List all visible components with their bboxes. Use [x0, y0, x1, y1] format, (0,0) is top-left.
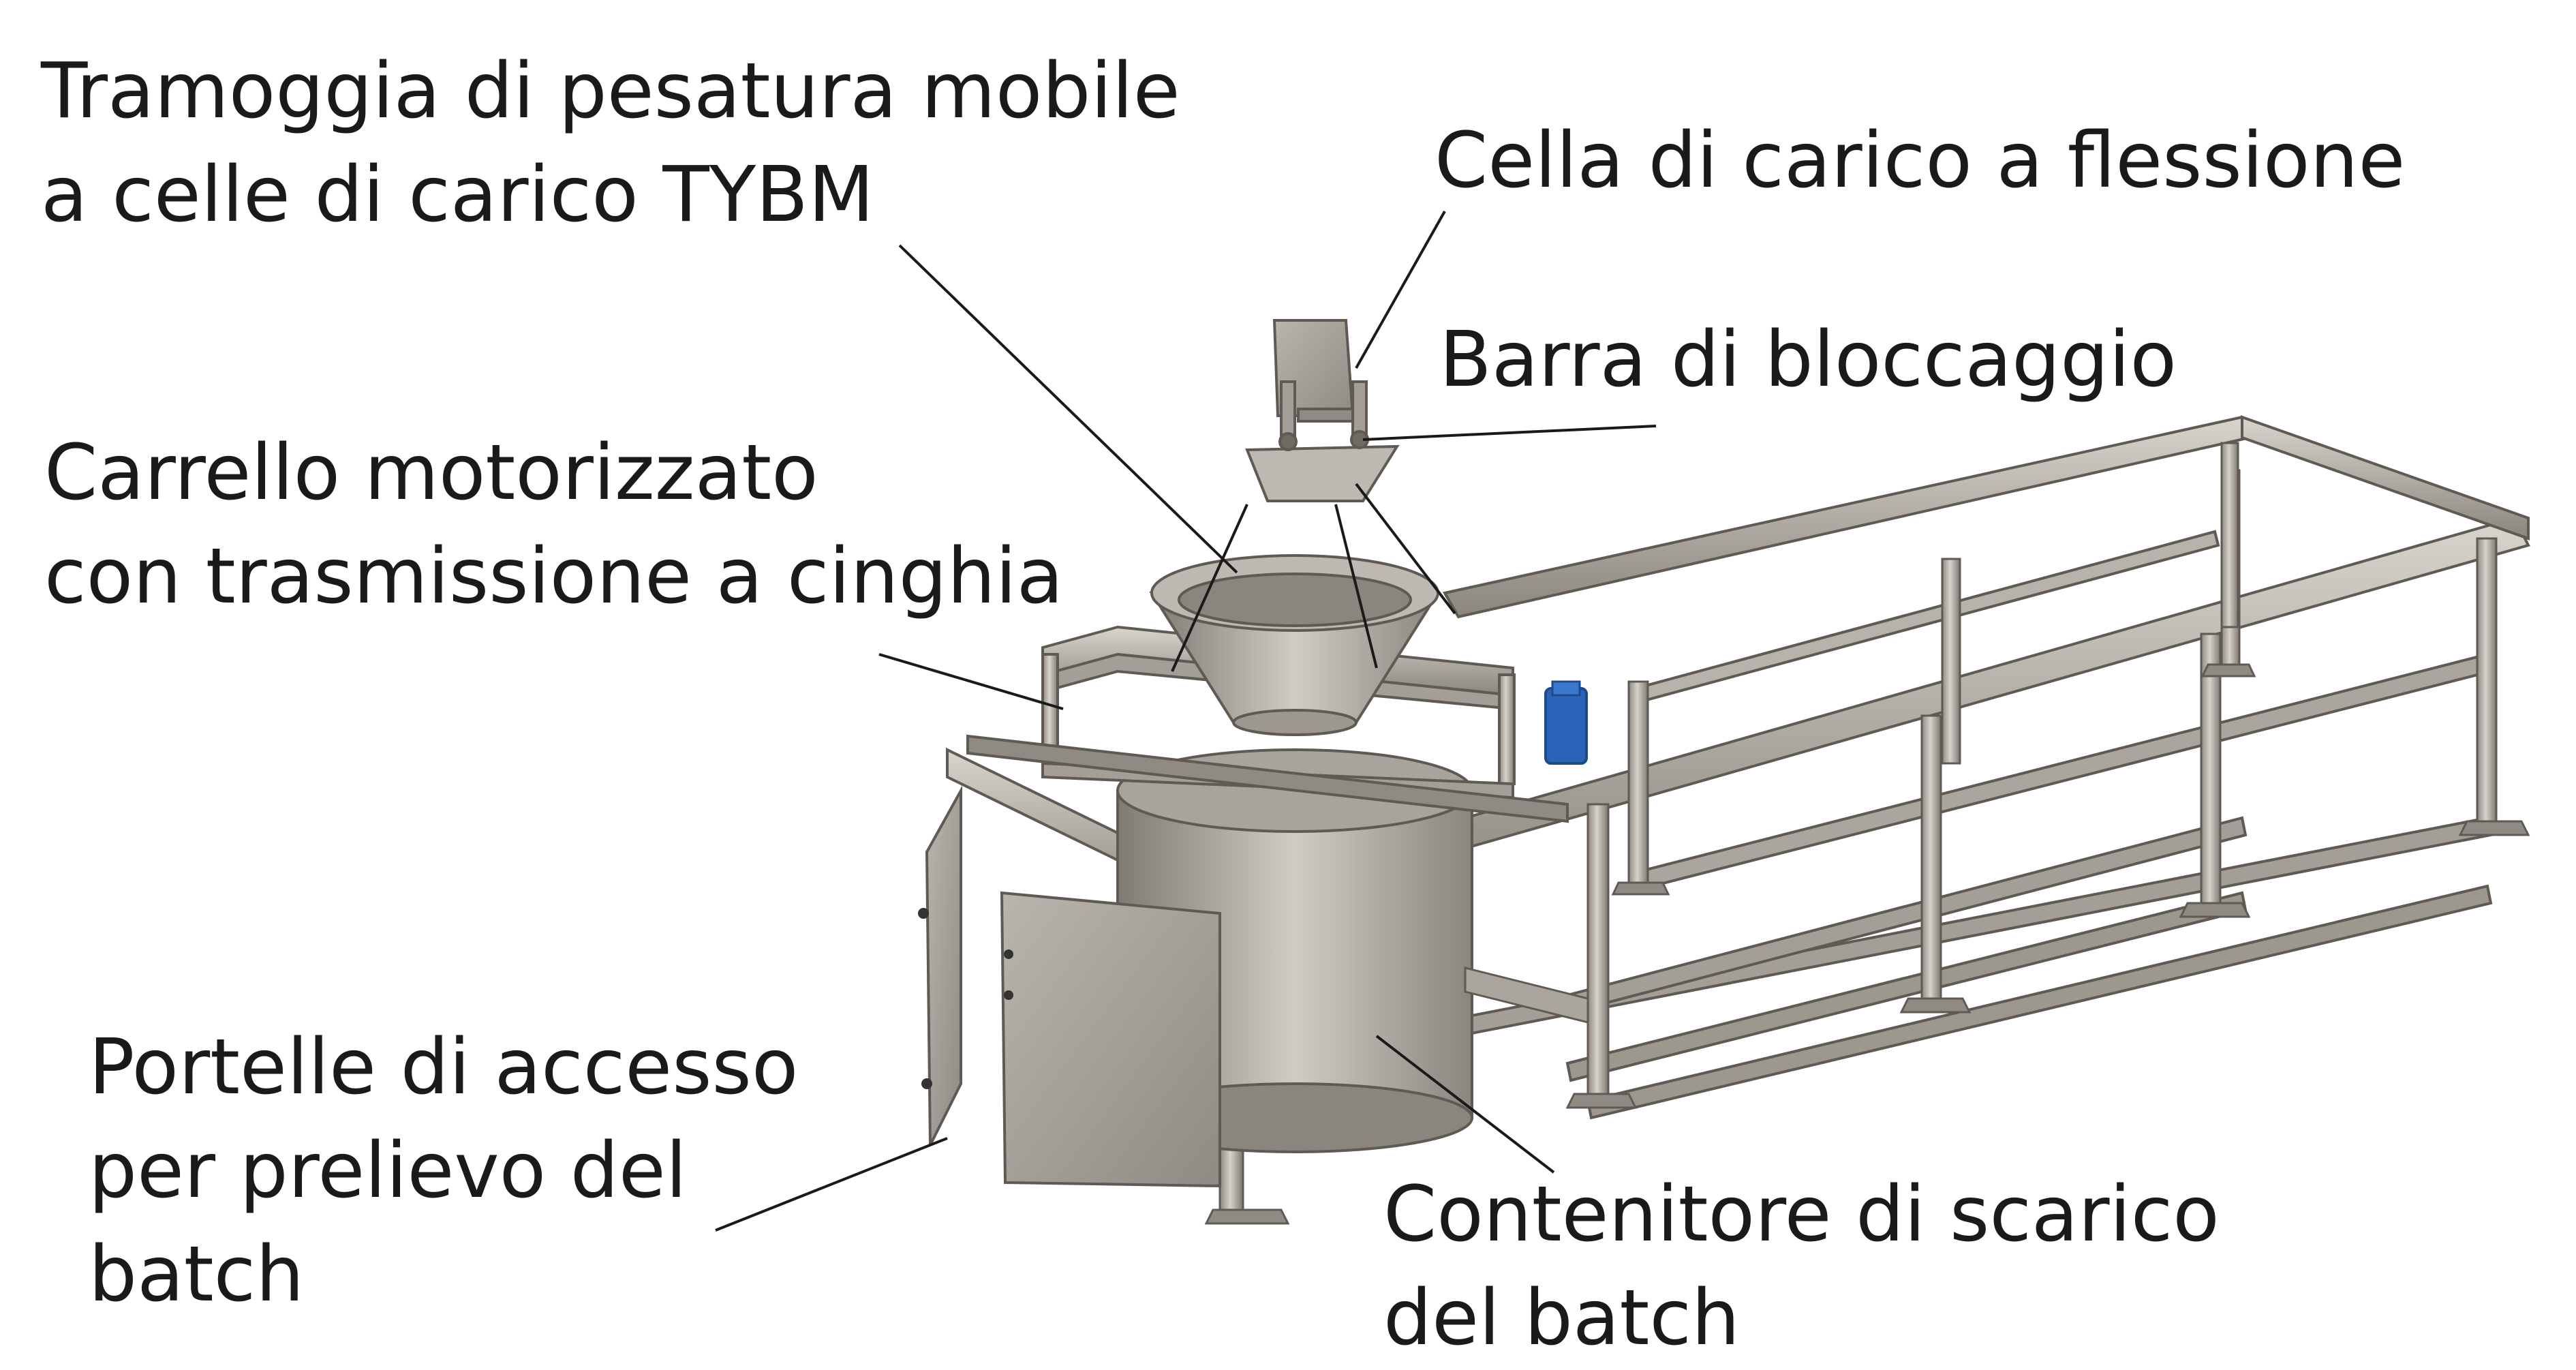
label-lock-bar-line-1: Barra di bloccaggio	[1439, 316, 2177, 404]
label-hopper: Tramoggia di pesatura mobile a celle di …	[41, 40, 1180, 247]
label-doors-line-3: batch	[89, 1230, 305, 1319]
foot-plates	[1204, 663, 2530, 1225]
label-carriage-line-2: con trasmissione a cinghia	[44, 532, 1064, 621]
front-door	[1000, 891, 1221, 1188]
leader-container	[1375, 1035, 1555, 1174]
motor	[1544, 687, 1588, 765]
leader-carriage	[878, 653, 1064, 710]
leader-load-cell	[1355, 211, 1446, 369]
rear-belt-rail	[1442, 415, 2258, 619]
load-cell-detail	[1245, 319, 1400, 502]
label-load-cell-line-1: Cella di carico a flessione	[1435, 117, 2406, 205]
frame-legs	[1218, 442, 2498, 1215]
leader-doors	[715, 1137, 948, 1232]
label-doors: Portelle di accesso per prelievo del bat…	[89, 1016, 798, 1326]
label-hopper-line-1: Tramoggia di pesatura mobile	[41, 47, 1180, 136]
label-doors-line-1: Portelle di accesso	[89, 1023, 799, 1112]
label-container: Contenitore di scarico del batch	[1383, 1163, 2220, 1370]
label-load-cell: Cella di carico a flessione	[1435, 109, 2405, 213]
leader-hopper	[898, 244, 1238, 574]
slide-plate	[1464, 966, 1589, 1024]
label-carriage-line-1: Carrello motorizzato	[44, 429, 818, 517]
leader-hopper-4	[1355, 483, 1456, 615]
frame	[946, 415, 2530, 1120]
access-doors	[918, 785, 1221, 1188]
weighing-hopper	[1149, 554, 1441, 736]
label-doors-line-2: per prelievo del	[89, 1127, 687, 1215]
leader-hopper-2	[1171, 504, 1248, 672]
label-container-line-1: Contenitore di scarico	[1383, 1170, 2220, 1259]
side-door	[925, 785, 962, 1146]
leader-hopper-3	[1334, 504, 1378, 669]
label-lock-bar: Barra di bloccaggio	[1439, 308, 2177, 412]
label-container-line-2: del batch	[1383, 1274, 1740, 1363]
label-hopper-line-2: a celle di carico TYBM	[41, 151, 874, 239]
leader-lines	[715, 211, 1657, 1232]
leader-lock-bar	[1362, 425, 1657, 441]
label-carriage: Carrello motorizzato con trasmissione a …	[44, 421, 1063, 628]
